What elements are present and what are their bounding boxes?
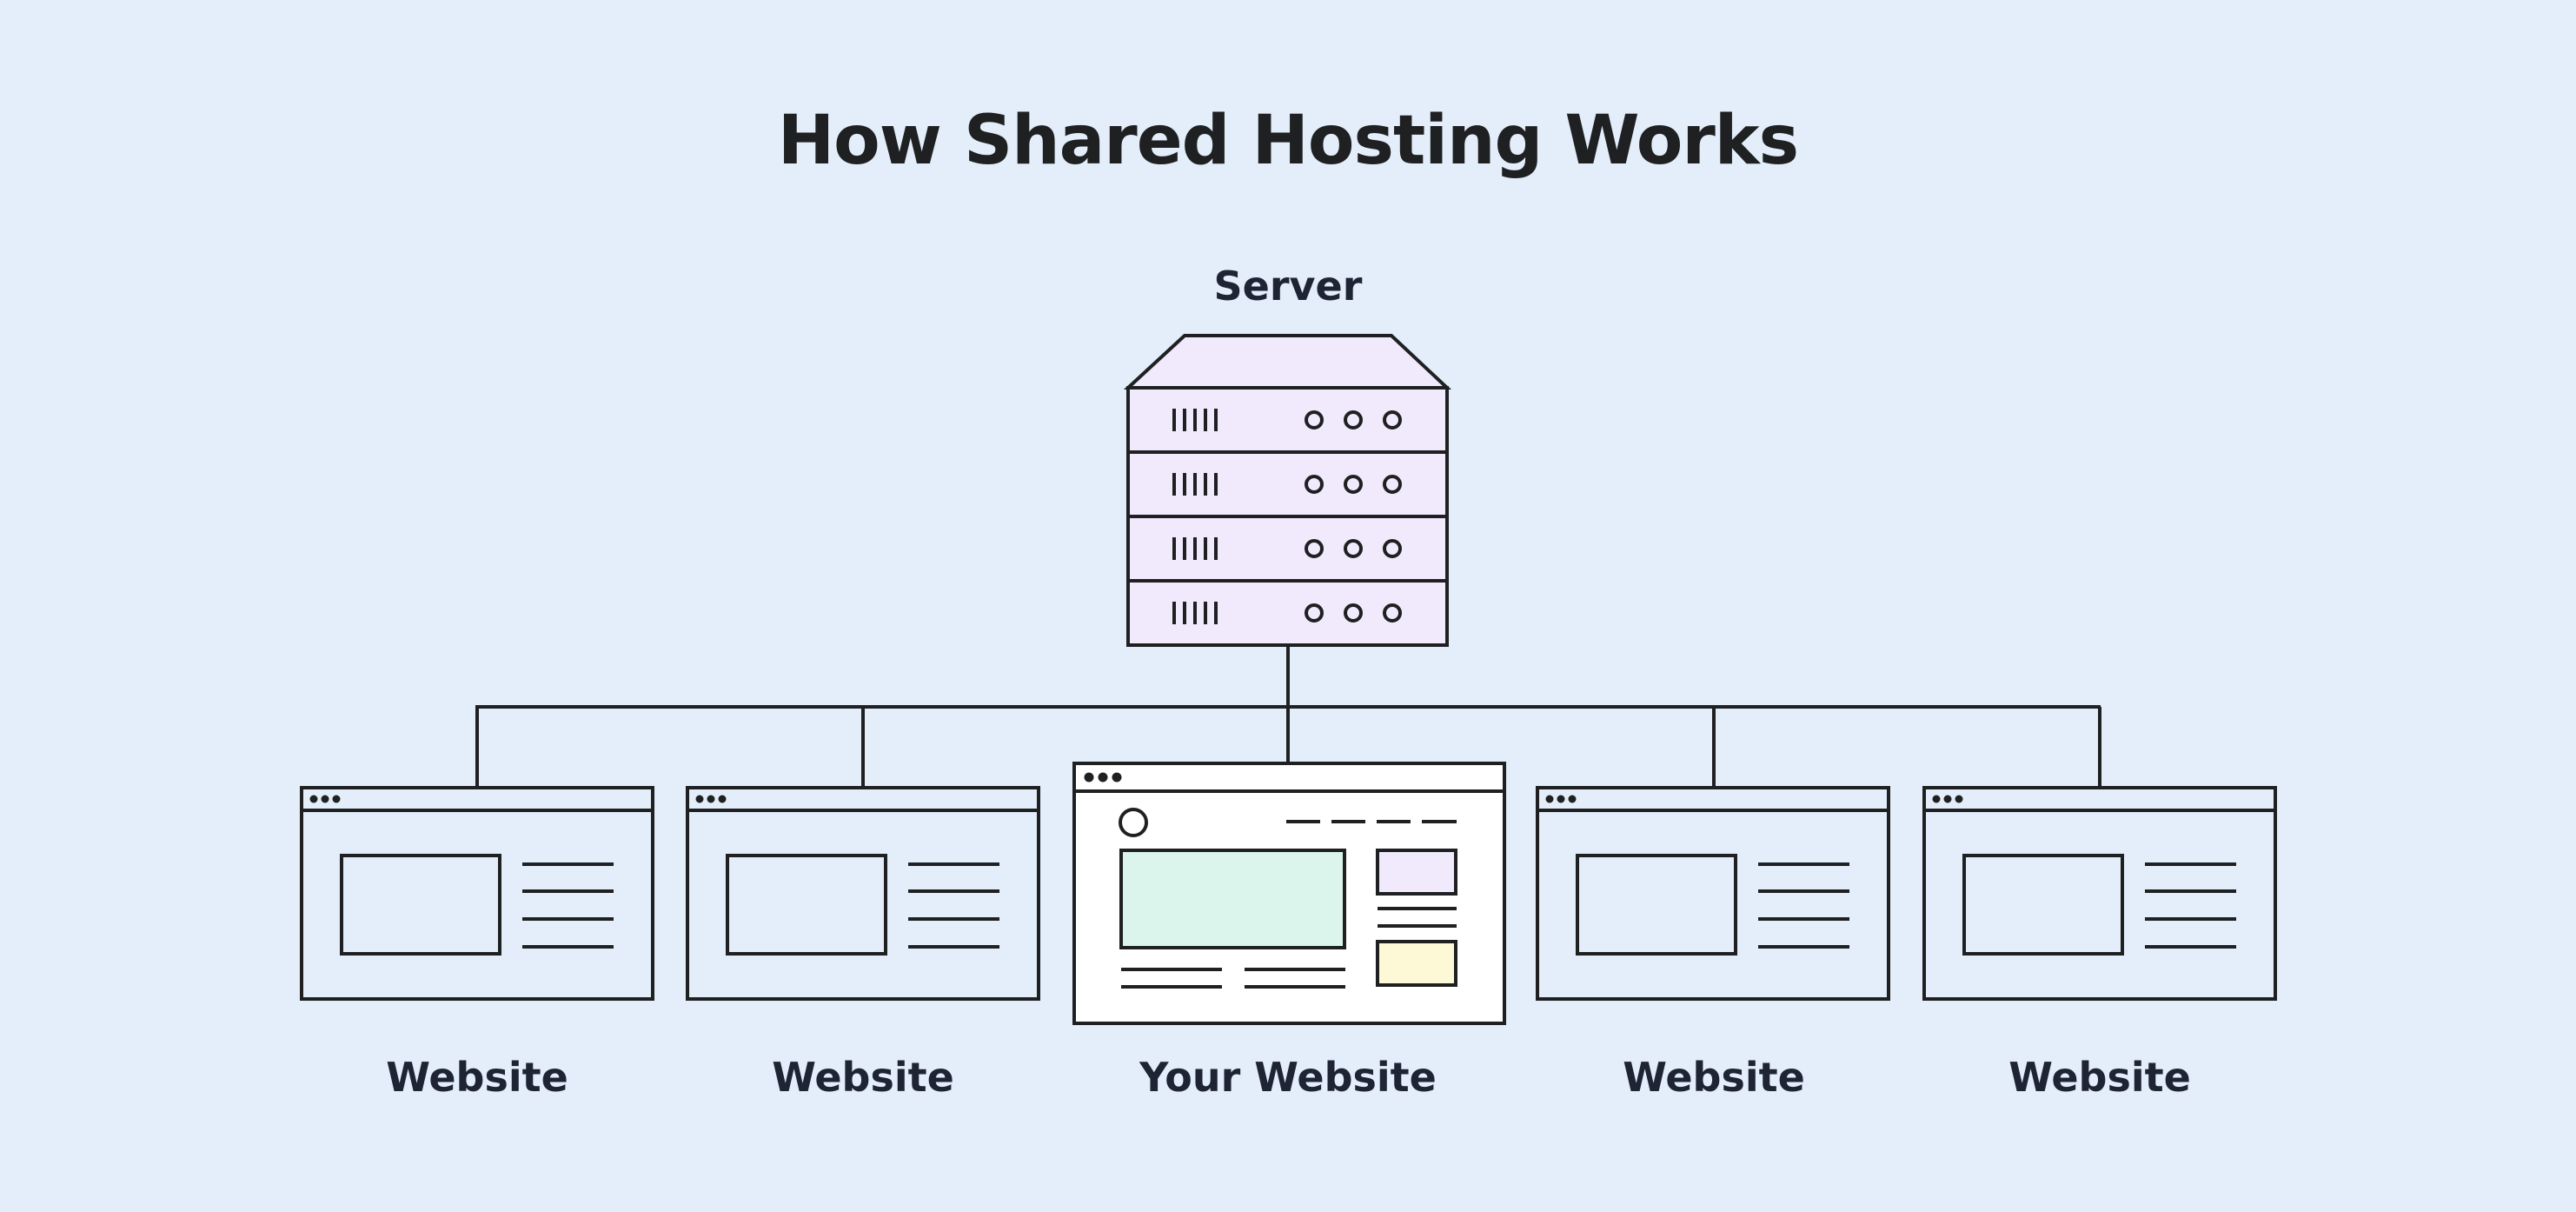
website-label-5: Website [2008, 1054, 2191, 1101]
website-window-1 [300, 786, 654, 1001]
server-led-icon [1305, 539, 1324, 558]
server-led-icon [1305, 475, 1324, 494]
diagram-title: How Shared Hosting Works [778, 102, 1798, 180]
server-unit-4 [1126, 579, 1449, 647]
server-led-icon [1344, 475, 1363, 494]
website-label-2: Website [772, 1054, 954, 1101]
server-led-icon [1305, 410, 1324, 430]
server-icon [1123, 334, 1452, 647]
server-led-icon [1305, 603, 1324, 623]
server-led-icon [1383, 603, 1402, 623]
server-led-icon [1344, 539, 1363, 558]
connector-lines [475, 645, 2101, 788]
server-led-icon [1383, 410, 1402, 430]
website-window-4 [1536, 786, 1890, 1001]
website-window-2 [686, 786, 1040, 1001]
your-website-label: Your Website [1139, 1054, 1437, 1101]
your-website-window [1072, 762, 1506, 1025]
server-led-icon [1344, 410, 1363, 430]
server-led-icon [1344, 603, 1363, 623]
website-label-4: Website [1623, 1054, 1805, 1101]
server-led-icon [1383, 539, 1402, 558]
server-led-icon [1383, 475, 1402, 494]
server-label: Server [1214, 263, 1363, 310]
website-label-1: Website [386, 1054, 568, 1101]
website-window-5 [1922, 786, 2277, 1001]
server-unit-2 [1126, 450, 1449, 518]
server-unit-1 [1126, 386, 1449, 454]
